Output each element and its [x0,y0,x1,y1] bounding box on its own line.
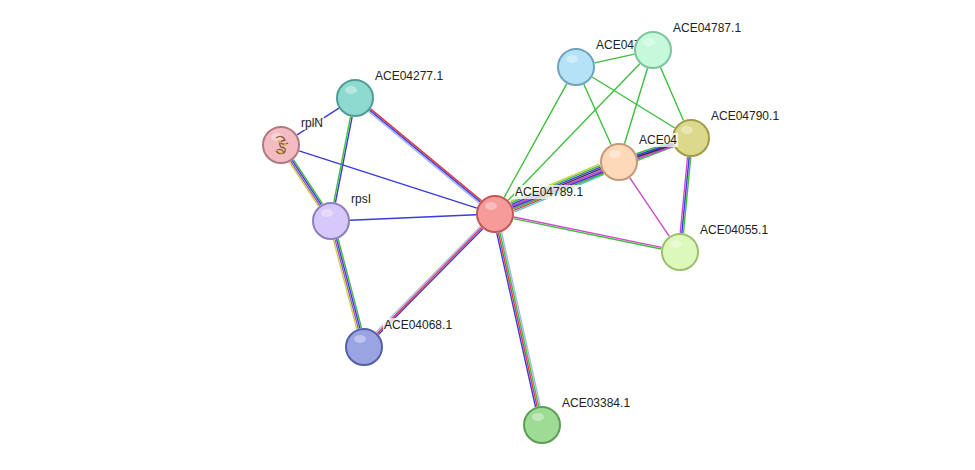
evidence-line [369,111,480,203]
interaction-edge [595,54,635,63]
protein-node: ACE04791.1 [557,48,595,86]
interaction-edge [504,84,567,198]
evidence-line [630,178,670,237]
interaction-edge [333,239,361,329]
evidence-line [376,226,480,332]
interaction-edge [630,178,670,237]
node-highlight [321,209,333,217]
interaction-edge [592,77,675,128]
interaction-edge [334,116,352,202]
protein-node: ACE04 [600,143,638,181]
node-label: ACE04787.1 [672,21,742,35]
evidence-line [370,110,481,202]
evidence-line [498,233,537,407]
evidence-line [513,219,661,249]
node-highlight [566,55,578,63]
evidence-line [293,160,322,204]
evidence-line [292,160,321,204]
interaction-edge [513,217,661,249]
evidence-line [377,228,481,334]
evidence-line [338,239,361,328]
interaction-edge [350,215,476,220]
evidence-line [335,240,358,329]
evidence-line [504,84,567,198]
evidence-line [661,67,684,120]
node-highlight [609,150,621,158]
evidence-line [680,157,687,233]
node-label: ACE04790.1 [710,109,780,123]
interaction-edge [584,84,611,144]
node-label: ACE04277.1 [374,69,444,83]
structure-icon-path [276,136,288,153]
node-label: ACE04 [638,133,678,147]
evidence-line [638,146,674,158]
node-label: rplN [300,116,324,130]
evidence-line [334,116,351,202]
evidence-line [333,240,356,329]
interaction-edge [289,160,322,207]
node-highlight [670,240,682,248]
protein-node: rplN [262,126,300,164]
node-label: rpsI [350,192,372,206]
node-label: ACE04068.1 [383,318,453,332]
interaction-edge [661,67,684,120]
evidence-line [297,108,339,135]
evidence-line [584,84,611,144]
node-highlight [345,86,357,94]
protein-node: rpsI [312,202,350,240]
evidence-line [337,239,360,328]
evidence-line [513,146,674,208]
evidence-line [510,164,599,201]
node-highlight [354,335,366,343]
evidence-line [682,157,689,233]
protein-node: ACE04787.1 [634,31,672,69]
interaction-edge [497,232,540,407]
interaction-edge [512,143,674,208]
structure-icon-path [278,140,286,153]
evidence-line [335,117,352,203]
node-highlight [681,126,693,134]
evidence-line [501,232,540,406]
evidence-line [513,145,674,207]
interaction-edge [376,226,483,334]
evidence-line [350,215,476,220]
node-label: ACE03384.1 [561,396,631,410]
node-highlight [532,413,544,421]
evidence-line [371,109,482,201]
protein-node: ACE04277.1 [336,79,374,117]
evidence-line [512,143,673,205]
structure-icon [264,128,298,162]
evidence-line [592,77,675,128]
protein-node: ACE04068.1 [345,328,383,366]
interaction-edge [369,109,482,203]
evidence-line [511,166,600,203]
node-label: ACE04055.1 [699,223,769,237]
interaction-edge [680,157,691,233]
evidence-line [595,54,635,63]
node-label: ACE04789.1 [514,185,584,199]
evidence-line [289,162,318,206]
evidence-line [497,233,536,407]
protein-node: ACE04789.1 [476,195,514,233]
evidence-line [512,167,601,204]
interaction-edge [297,108,339,135]
node-highlight [643,38,655,46]
node-highlight [485,202,497,210]
protein-node: ACE03384.1 [523,406,561,444]
evidence-line [500,232,539,406]
evidence-line [514,217,662,247]
protein-node: ACE04055.1 [661,233,699,271]
evidence-line [378,229,482,335]
evidence-line [291,161,320,205]
